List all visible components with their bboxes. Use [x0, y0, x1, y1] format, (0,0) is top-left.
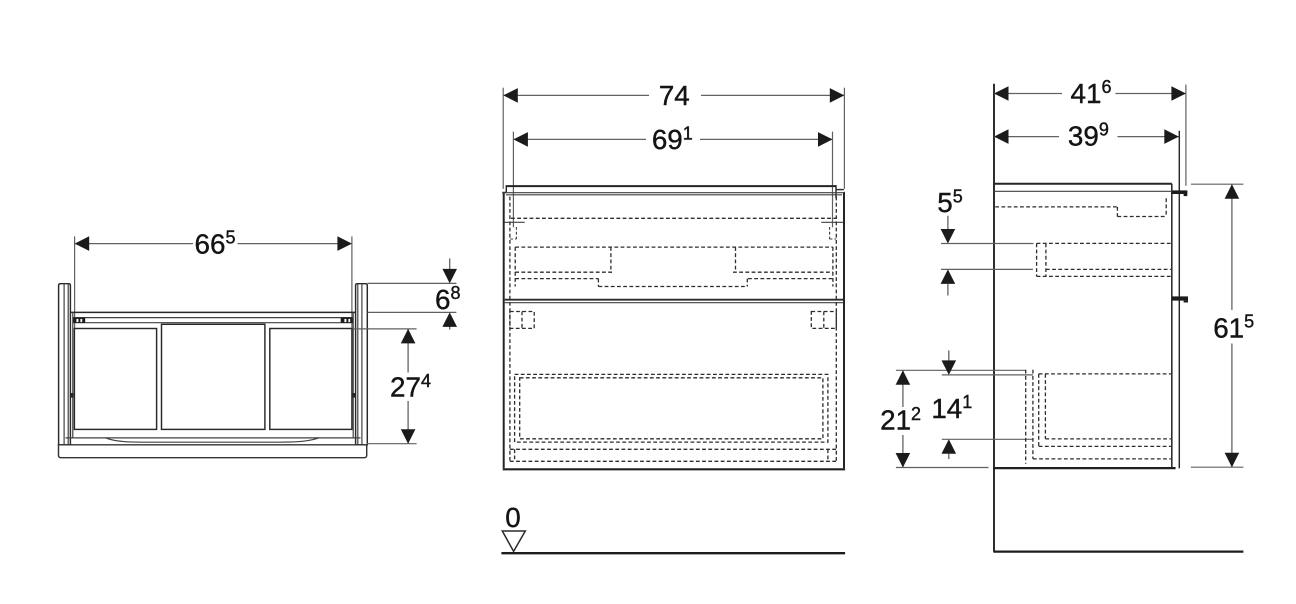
svg-text:74: 74 [659, 80, 690, 111]
svg-text:691: 691 [652, 124, 693, 156]
svg-text:416: 416 [1071, 77, 1112, 109]
svg-text:68: 68 [435, 283, 460, 315]
svg-text:0: 0 [505, 502, 520, 533]
svg-text:141: 141 [931, 392, 972, 424]
